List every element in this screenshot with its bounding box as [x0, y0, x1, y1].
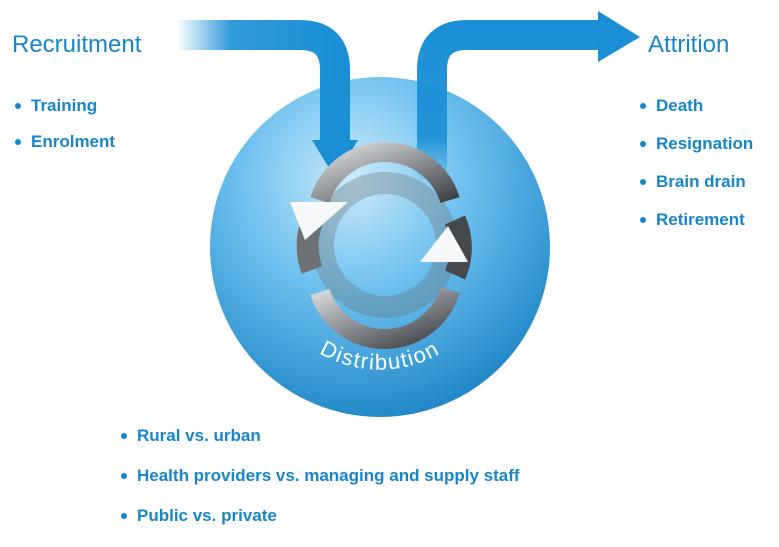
attrition-item: Resignation [640, 135, 753, 152]
attrition-item: Death [640, 97, 753, 114]
recruitment-arrow [176, 20, 358, 178]
recruitment-heading: Recruitment [12, 31, 142, 58]
attrition-item: Retirement [640, 211, 753, 228]
distribution-item: Rural vs. urban [121, 427, 520, 444]
distribution-sphere [210, 77, 550, 417]
recruitment-list: Training Enrolment [15, 97, 115, 169]
recruitment-item: Training [15, 97, 115, 114]
distribution-item: Health providers vs. managing and supply… [121, 467, 520, 484]
distribution-list: Rural vs. urban Health providers vs. man… [121, 427, 520, 547]
recruitment-item: Enrolment [15, 133, 115, 150]
attrition-list: Death Resignation Brain drain Retirement [640, 97, 753, 249]
attrition-arrow [417, 11, 640, 182]
attrition-heading: Attrition [648, 31, 730, 58]
circulation-icon [290, 141, 472, 350]
distribution-item: Public vs. private [121, 507, 520, 524]
workforce-cycle-diagram: Distribution [176, 11, 640, 417]
attrition-item: Brain drain [640, 173, 753, 190]
